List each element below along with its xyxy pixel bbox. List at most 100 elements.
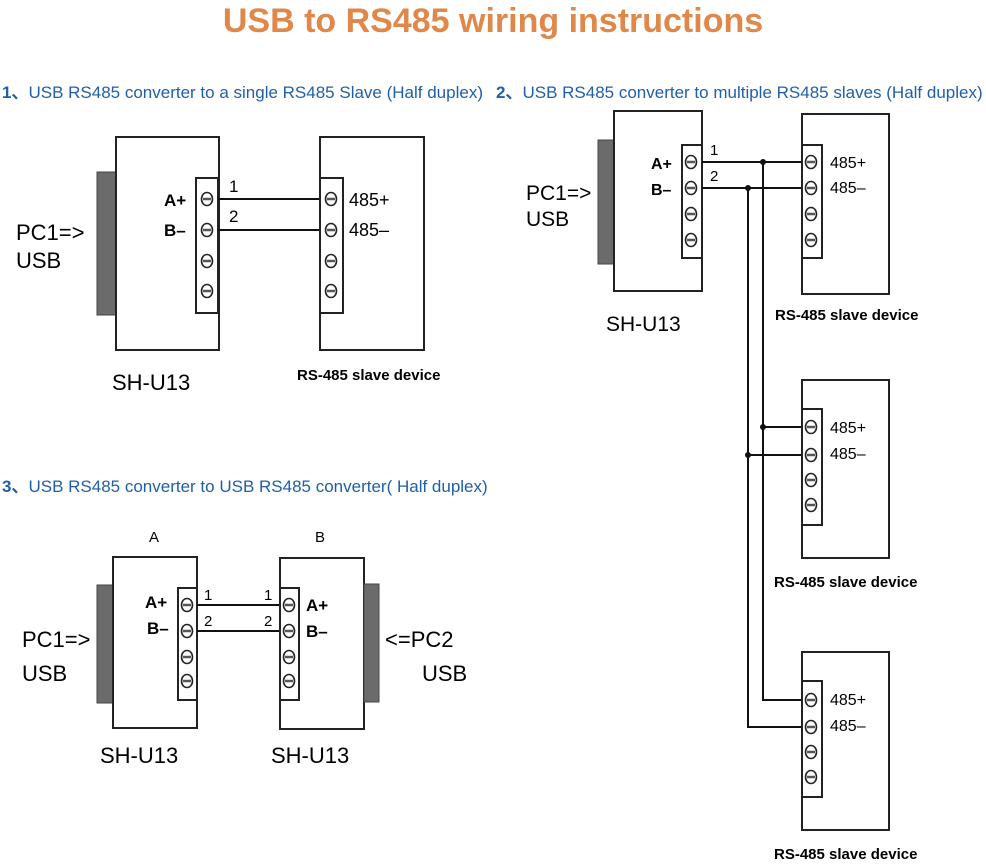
screw-terminal-icon <box>200 191 214 207</box>
label-pc1: PC1=> <box>16 220 85 245</box>
section-3-heading: 3、USB RS485 converter to USB RS485 conve… <box>2 472 488 497</box>
diagram-2: A+ B– PC1=> USB SH-U13 1 2 485+ 485– RS-… <box>526 110 918 863</box>
screw-terminal-icon <box>804 692 818 708</box>
section-1-heading: 1、USB RS485 converter to a single RS485 … <box>2 78 483 103</box>
label-a-plus: A+ <box>306 596 328 615</box>
screw-terminal-icon <box>324 222 338 238</box>
wire-1-label: 1 <box>229 177 238 196</box>
label-485-minus: 485– <box>830 446 866 463</box>
converter-model-label: SH-U13 <box>112 370 190 395</box>
bus-b-minus <box>747 188 802 728</box>
converter-terminal-block <box>681 144 703 259</box>
section-3-number: 3、 <box>2 477 29 496</box>
converter-model-label: SH-U13 <box>606 313 681 336</box>
wire-1-label: 1 <box>710 142 718 159</box>
label-b-minus: B– <box>164 221 186 240</box>
usb-connector <box>96 171 117 316</box>
screw-terminal-icon <box>282 673 296 689</box>
screw-terminal-icon <box>804 472 818 488</box>
slave-device-label: RS-485 slave device <box>774 846 917 863</box>
label-485-plus: 485+ <box>349 190 390 210</box>
bus-a-plus <box>762 162 802 701</box>
section-1-text: USB RS485 converter to a single RS485 Sl… <box>28 83 483 102</box>
label-pc1: PC1=> <box>526 182 591 205</box>
junction-dot <box>760 159 766 165</box>
usb-connector <box>96 584 114 704</box>
screw-terminal-icon <box>684 232 698 248</box>
section-2-number: 2、 <box>496 83 523 102</box>
screw-terminal-icon <box>684 206 698 222</box>
label-b-minus: B– <box>651 182 672 199</box>
section-2-text: USB RS485 converter to multiple RS485 sl… <box>522 83 983 102</box>
screw-terminal-icon <box>804 769 818 785</box>
wire-2-label-a: 2 <box>204 613 212 630</box>
label-usb: USB <box>22 661 67 686</box>
junction-dot <box>745 185 751 191</box>
converter-a-terminal-block <box>177 587 198 701</box>
screw-terminal-icon <box>804 180 818 196</box>
screw-terminal-icon <box>180 623 194 639</box>
label-b-minus: B– <box>306 622 328 641</box>
screw-terminal-icon <box>804 206 818 222</box>
device-b-label: B <box>315 529 325 546</box>
screw-terminal-icon <box>180 597 194 613</box>
label-usb: USB <box>422 661 467 686</box>
label-a-plus: A+ <box>145 593 167 612</box>
converter-a-model-label: SH-U13 <box>100 743 178 768</box>
screw-terminal-icon <box>804 497 818 513</box>
screw-terminal-icon <box>282 623 296 639</box>
label-485-plus: 485+ <box>830 420 866 437</box>
section-2-heading: 2、USB RS485 converter to multiple RS485 … <box>496 78 983 103</box>
slave-terminal-block <box>801 408 823 526</box>
converter-b-terminal-block <box>279 587 300 701</box>
usb-connector <box>363 583 380 703</box>
wire-1-label-a: 1 <box>204 587 212 604</box>
label-pc2: <=PC2 <box>385 627 454 652</box>
label-usb: USB <box>526 208 569 231</box>
screw-terminal-icon <box>200 253 214 269</box>
usb-connector <box>597 139 615 265</box>
device-a-label: A <box>149 529 159 546</box>
page-title: USB to RS485 wiring instructions <box>222 2 764 40</box>
wire-2-label: 2 <box>229 207 238 226</box>
slave-device-label: RS-485 slave device <box>774 574 917 591</box>
screw-terminal-icon <box>804 744 818 760</box>
slave-terminal-block <box>801 680 823 798</box>
label-485-minus: 485– <box>830 180 866 197</box>
junction-dot <box>745 452 751 458</box>
screw-terminal-icon <box>200 283 214 299</box>
label-485-plus: 485+ <box>830 692 866 709</box>
slave-terminal-block <box>801 144 823 259</box>
screw-terminal-icon <box>200 222 214 238</box>
wire-2-label: 2 <box>710 168 718 185</box>
screw-terminal-icon <box>804 447 818 463</box>
slave-device-label: RS-485 slave device <box>775 307 918 324</box>
converter-terminal-block <box>195 177 219 314</box>
screw-terminal-icon <box>324 253 338 269</box>
screw-terminal-icon <box>324 283 338 299</box>
screw-terminal-icon <box>684 180 698 196</box>
screw-terminal-icon <box>282 597 296 613</box>
screw-terminal-icon <box>804 719 818 735</box>
wire-1-label-b: 1 <box>264 587 272 604</box>
slave-terminal-block <box>319 177 344 314</box>
screw-terminal-icon <box>804 419 818 435</box>
label-a-plus: A+ <box>651 156 672 173</box>
label-485-plus: 485+ <box>830 155 866 172</box>
wire-2-label-b: 2 <box>264 613 272 630</box>
label-usb: USB <box>16 248 61 273</box>
screw-terminal-icon <box>324 191 338 207</box>
junction-dot <box>760 424 766 430</box>
label-485-minus: 485– <box>830 718 866 735</box>
diagram-1: A+ B– PC1=> USB SH-U13 1 2 485+ 485– RS-… <box>16 136 440 395</box>
screw-terminal-icon <box>180 649 194 665</box>
label-pc1: PC1=> <box>22 627 91 652</box>
screw-terminal-icon <box>684 154 698 170</box>
label-a-plus: A+ <box>164 191 186 210</box>
label-b-minus: B– <box>147 619 169 638</box>
screw-terminal-icon <box>180 673 194 689</box>
section-1-number: 1、 <box>2 83 29 102</box>
converter-b-model-label: SH-U13 <box>271 743 349 768</box>
label-485-minus: 485– <box>349 220 389 240</box>
